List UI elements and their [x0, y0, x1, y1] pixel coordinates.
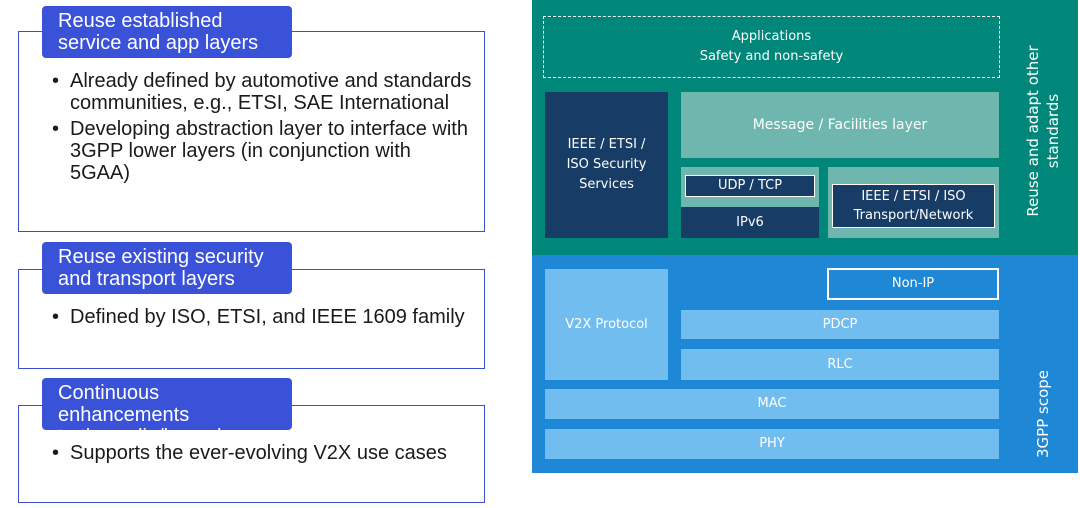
v2x-protocol-box: V2X Protocol — [545, 269, 668, 380]
rlc-layer: RLC — [681, 349, 999, 380]
pdcp-layer: PDCP — [681, 310, 999, 339]
section-2-bullets: Defined by ISO, ETSI, and IEEE 1609 fami… — [52, 306, 472, 332]
3gpp-scope-label: 3GPP scope — [1034, 370, 1052, 459]
ipv6-box: IPv6 — [681, 207, 819, 238]
section-2-header: Reuse existing security and transport la… — [42, 242, 292, 294]
phy-layer: PHY — [545, 429, 999, 459]
section-3-header: Continuous enhancements to the radio/low… — [42, 378, 292, 448]
non-ip-box: Non-IP — [827, 268, 999, 300]
section-1-bullets: Already defined by automotive and standa… — [52, 70, 472, 188]
udp-tcp-box: UDP / TCP — [685, 175, 815, 197]
section-3-bullet-1: Supports the ever-evolving V2X use cases — [52, 442, 472, 464]
section-1-bullet-2: Developing abstraction layer to interfac… — [52, 118, 472, 184]
section-1-bullet-1: Already defined by automotive and standa… — [52, 70, 472, 114]
message-facilities-box: Message / Facilities layer — [681, 92, 999, 158]
section-3-bullets: Supports the ever-evolving V2X use cases — [52, 442, 472, 468]
mac-layer: MAC — [545, 389, 999, 419]
section-1-header: Reuse established service and app layers — [42, 6, 292, 58]
transport-network-box: IEEE / ETSI / ISO Transport/Network — [832, 184, 995, 228]
security-services-box: IEEE / ETSI / ISO Security Services — [545, 92, 668, 238]
reuse-standards-label: Reuse and adapt other standards — [1024, 45, 1062, 217]
applications-box: Applications Safety and non-safety — [543, 16, 1000, 78]
section-2-bullet-1: Defined by ISO, ETSI, and IEEE 1609 fami… — [52, 306, 472, 328]
